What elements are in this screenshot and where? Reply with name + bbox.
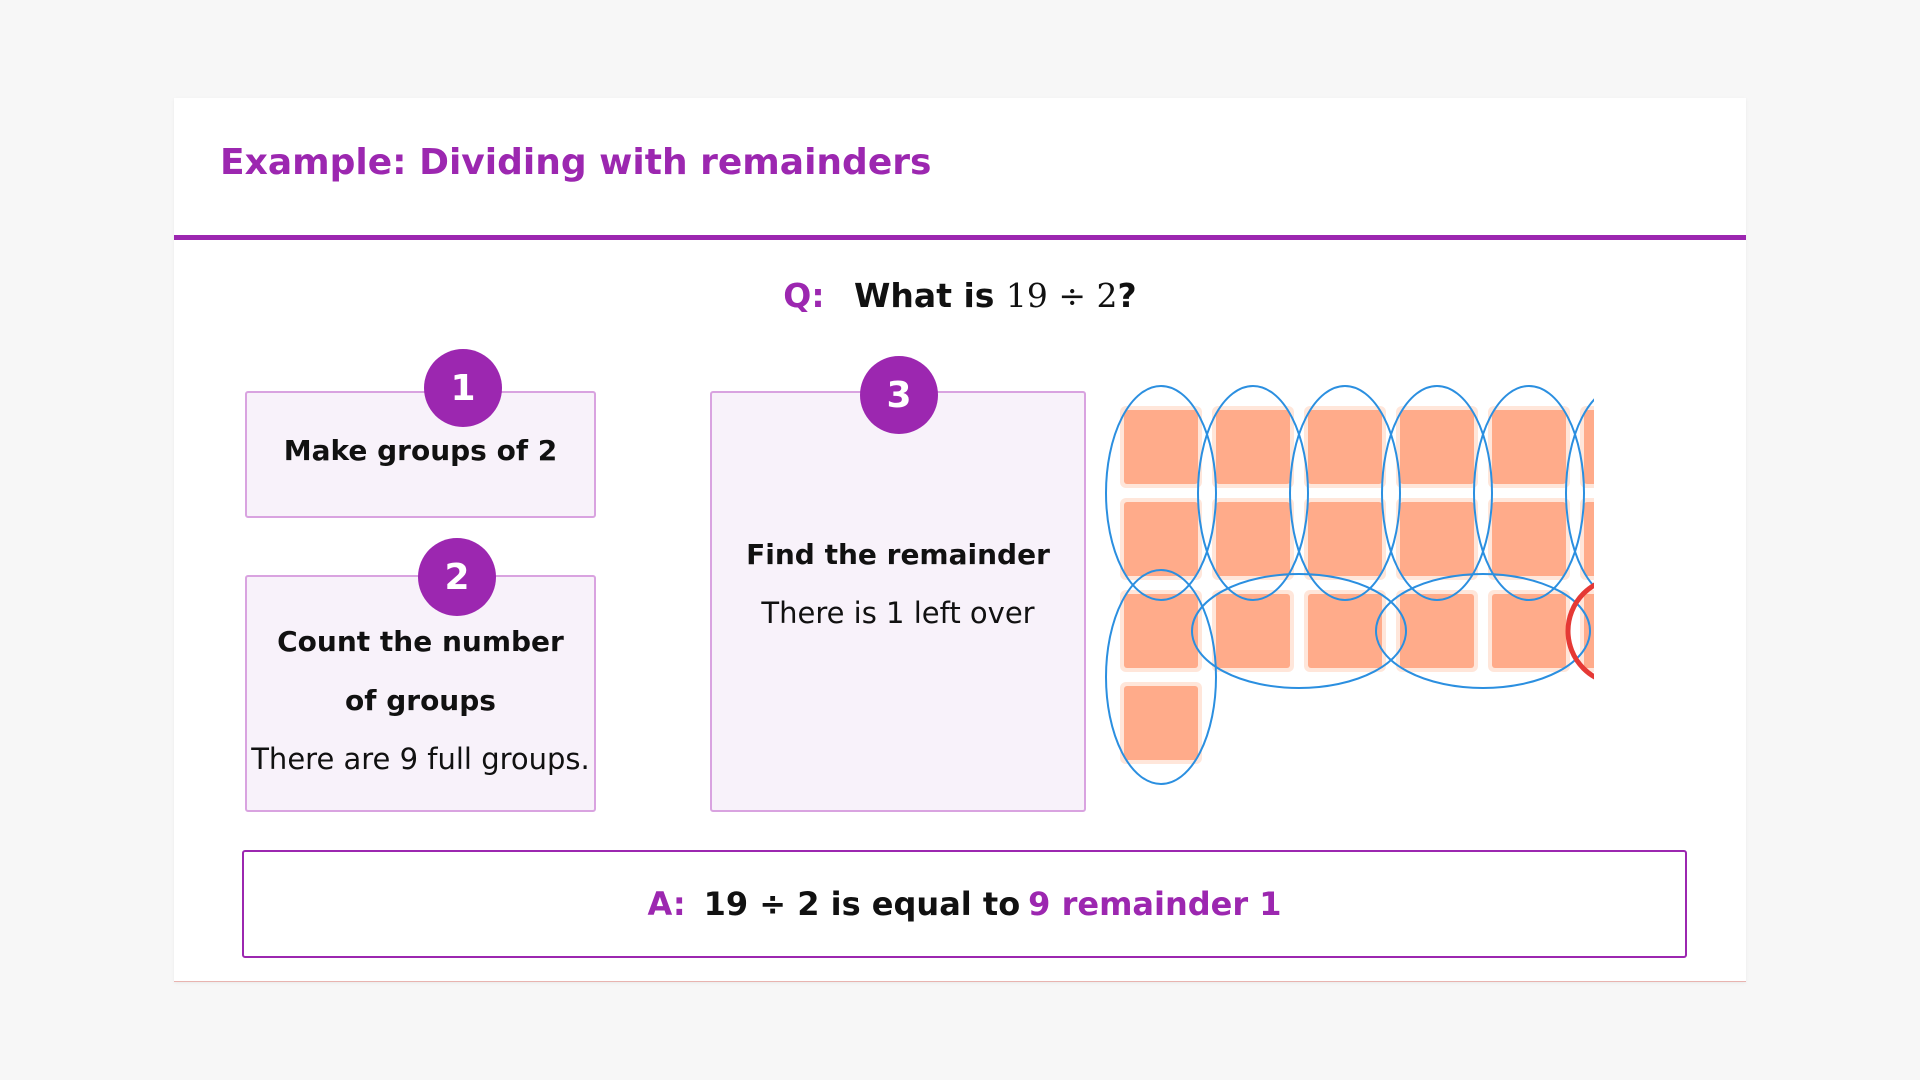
slide-card: Example: Dividing with remainders Q: Wha… [174, 98, 1746, 982]
counter-square [1308, 594, 1382, 668]
question-suffix: ? [1117, 276, 1137, 315]
answer-label: A: [647, 885, 686, 923]
step-1-badge: 1 [424, 349, 502, 427]
counter-square [1400, 594, 1474, 668]
question-expression: 19 ÷ 2 [1005, 276, 1118, 315]
step-3-badge: 3 [860, 356, 938, 434]
step-2-title-line2: of groups [345, 684, 496, 717]
group-outline [1289, 385, 1401, 601]
counter-square [1124, 686, 1198, 760]
counter-square [1124, 410, 1198, 484]
group-outline [1105, 385, 1217, 601]
counter-square [1124, 502, 1198, 576]
counter-square [1124, 594, 1198, 668]
step-3-text: There is 1 left over [761, 596, 1035, 630]
counter-square [1584, 502, 1594, 576]
counter-square [1492, 502, 1566, 576]
remainder-circle [1565, 582, 1594, 680]
counter-square [1216, 594, 1290, 668]
counter-square [1400, 410, 1474, 484]
counter-square [1216, 410, 1290, 484]
counter-square [1308, 410, 1382, 484]
step-2-box: Count the number of groups There are 9 f… [245, 575, 596, 812]
slide-title: Example: Dividing with remainders [220, 142, 932, 183]
title-divider [174, 235, 1746, 240]
step-2-text: There are 9 full groups. [251, 742, 590, 776]
step-2-badge: 2 [418, 538, 496, 616]
group-outline [1191, 573, 1407, 689]
group-outline [1381, 385, 1493, 601]
step-3-box: Find the remainder There is 1 left over [710, 391, 1086, 812]
answer-statement: 19 ÷ 2 is equal to [703, 885, 1021, 923]
counter-square [1492, 410, 1566, 484]
step-3-title: Find the remainder [746, 538, 1050, 571]
group-outline [1197, 385, 1309, 601]
remainder-marker [1565, 582, 1594, 680]
grouping-diagram [1105, 385, 1594, 785]
step-2-title: Count the number [277, 625, 564, 658]
counter-square [1492, 594, 1566, 668]
step-1-title: Make groups of 2 [283, 434, 558, 467]
step-1-box: Make groups of 2 [245, 391, 596, 518]
question-label: Q: [783, 276, 825, 315]
counter-squares [1120, 406, 1594, 764]
group-outline [1375, 573, 1591, 689]
group-outline [1473, 385, 1585, 601]
answer-result: 9 remainder 1 [1028, 885, 1282, 923]
group-outlines [1105, 385, 1594, 785]
counter-square [1216, 502, 1290, 576]
counter-square [1584, 410, 1594, 484]
answer-box: A: 19 ÷ 2 is equal to 9 remainder 1 [242, 850, 1687, 958]
question-prefix: What is [854, 276, 995, 315]
question-line: Q: What is 19 ÷ 2? [174, 276, 1746, 315]
group-outline [1565, 398, 1594, 588]
counter-square [1400, 502, 1474, 576]
counter-square [1308, 502, 1382, 576]
group-outline [1105, 569, 1217, 785]
